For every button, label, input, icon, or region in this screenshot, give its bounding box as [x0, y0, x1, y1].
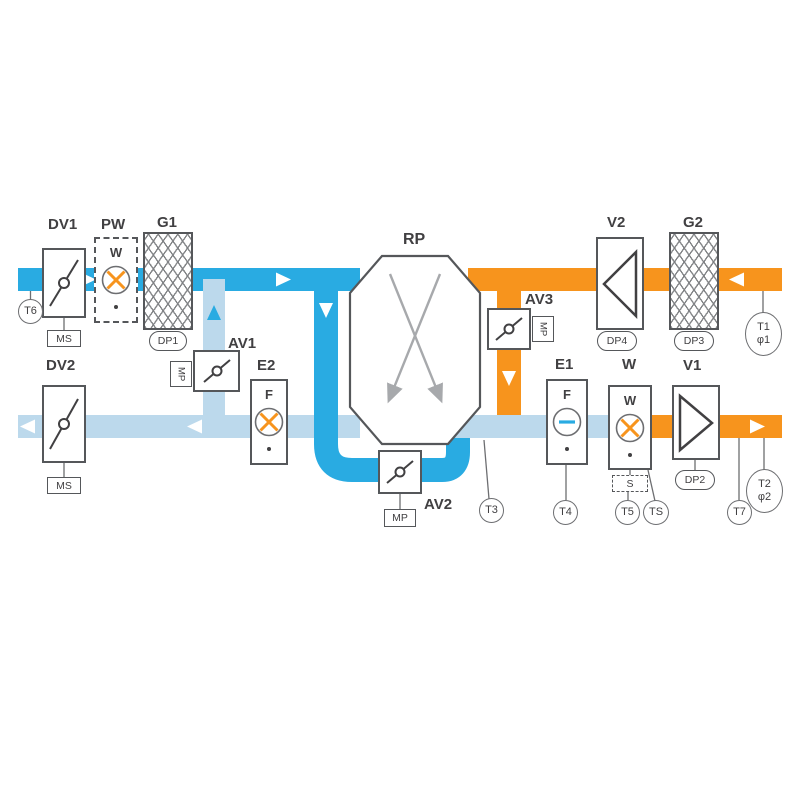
label-e2: E2: [257, 357, 276, 374]
sensor-connectors: [29, 291, 765, 509]
drain-dot-icon: [565, 447, 569, 451]
valve-icon: [386, 460, 414, 484]
filter-g1: [143, 232, 193, 330]
mp-tag-av2: MP: [384, 509, 416, 527]
valve-icon: [495, 317, 523, 341]
drain-dot-icon: [628, 453, 632, 457]
dp4-sensor: DP4: [597, 331, 637, 351]
supply-duct-bottom: [452, 415, 632, 438]
heater-symbol-letter: F: [265, 387, 273, 402]
label-w: W: [622, 356, 637, 373]
valve-icon: [202, 359, 231, 383]
valve-av2: [378, 450, 422, 494]
dp2-sensor: DP2: [675, 470, 715, 490]
valve-av1: [193, 350, 240, 392]
sensor-t1-phi1: T1 φ1: [745, 312, 782, 356]
fan-icon: [678, 392, 714, 453]
water-heater-symbol-letter: W: [623, 393, 637, 408]
recirculation-duct-right: [497, 279, 521, 429]
drain-dot-icon: [267, 447, 271, 451]
s-tag-w: S: [612, 475, 648, 492]
damper-dv2: [42, 385, 86, 463]
sensor-phi1-line: φ1: [756, 334, 771, 346]
sensor-t2-phi2: T2 φ2: [746, 469, 783, 513]
sensor-phi2-line: φ2: [757, 491, 772, 503]
sensor-ts: TS: [643, 500, 669, 525]
fan-icon: [602, 248, 638, 319]
heater-icon: [615, 413, 645, 443]
heater-icon: [101, 265, 131, 295]
heat-exchanger-rp: [348, 254, 482, 446]
arrow-right-icon: [276, 272, 291, 287]
ms-tag-dv2: MS: [47, 477, 81, 494]
arrow-left-icon: [729, 272, 744, 287]
sensor-t3: T3: [479, 498, 504, 523]
label-v1: V1: [683, 357, 702, 374]
sensor-t5: T5: [615, 500, 640, 525]
damper-dv1: [42, 248, 86, 318]
heater-icon: [254, 407, 284, 437]
damper-icon: [49, 398, 79, 450]
label-e1: E1: [555, 356, 574, 373]
arrow-up-icon: [207, 305, 221, 320]
sensor-t7: T7: [727, 500, 752, 525]
label-av1: AV1: [228, 335, 257, 352]
preheater-pw: W: [94, 237, 138, 323]
label-g1: G1: [157, 214, 178, 231]
damper-icon: [49, 259, 79, 307]
sensor-t4: T4: [553, 500, 578, 525]
label-dv2: DV2: [46, 357, 76, 374]
valve-av3: [487, 308, 531, 350]
arrow-right-icon: [750, 419, 765, 434]
fan-v1: [672, 385, 720, 460]
label-v2: V2: [607, 214, 626, 231]
dp1-sensor: DP1: [149, 331, 187, 351]
crossflow-arrow-icon: [387, 273, 442, 404]
sensor-t1-line: T1: [757, 321, 770, 334]
label-av3: AV3: [525, 291, 554, 308]
sensor-t6: T6: [18, 299, 43, 324]
drain-dot-icon: [114, 305, 118, 309]
arrow-down-icon: [319, 303, 333, 318]
label-pw: PW: [101, 216, 126, 233]
sensor-t2-line: T2: [758, 478, 771, 491]
heater-e2: F: [250, 379, 288, 465]
cooler-icon: [552, 407, 582, 437]
dp3-sensor: DP3: [674, 331, 714, 351]
ms-tag-dv1: MS: [47, 330, 81, 347]
label-rp: RP: [403, 231, 426, 248]
arrow-left-icon: [187, 419, 202, 434]
heater-e1: F: [546, 379, 588, 465]
label-av2: AV2: [424, 496, 453, 513]
arrow-down-icon: [502, 371, 516, 386]
heater-symbol-letter: F: [563, 387, 571, 402]
mp-tag-av1: MP: [170, 361, 192, 387]
label-g2: G2: [683, 214, 704, 231]
filter-g2: [669, 232, 719, 330]
mp-tag-av3: MP: [532, 316, 554, 342]
arrow-left-icon: [20, 419, 35, 434]
fan-v2: [596, 237, 644, 330]
label-dv1: DV1: [48, 216, 78, 233]
preheater-symbol-letter: W: [109, 245, 123, 260]
water-heater-w: W: [608, 385, 652, 470]
